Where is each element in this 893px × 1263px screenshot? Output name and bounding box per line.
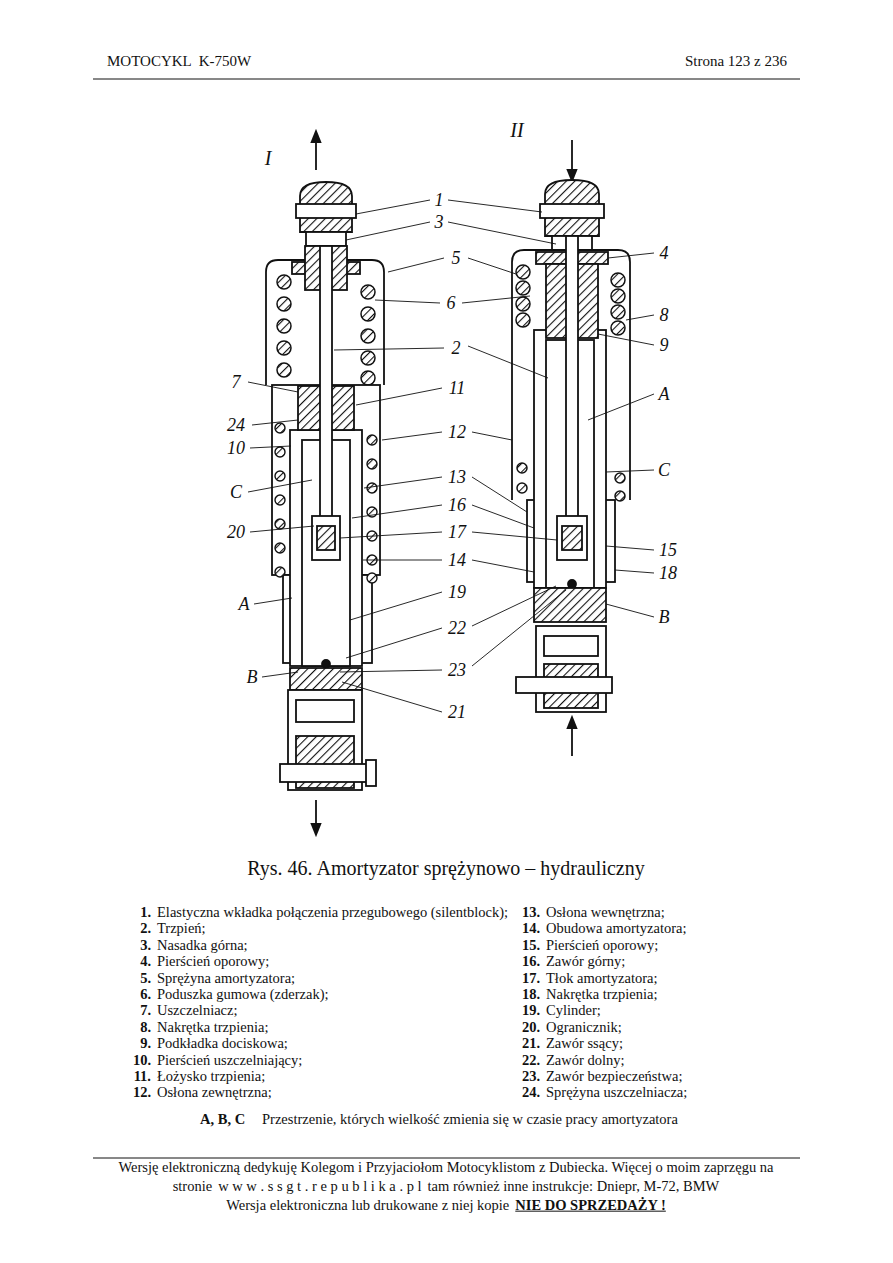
callout-number: A (239, 594, 250, 615)
callout-number: 19 (448, 582, 466, 603)
part-name: Poduszka gumowa (zderzak); (157, 986, 329, 1003)
part-name: Sprężyna uszczelniacza; (546, 1084, 687, 1101)
list-number: 19. (522, 1002, 540, 1019)
page-number: Strona 123 z 236 (685, 53, 787, 70)
list-number: 23. (522, 1068, 540, 1085)
list-number: 1. (140, 904, 151, 921)
footer-line: Wersja elektroniczna lub drukowane z nie… (226, 1197, 666, 1214)
part-name: Osłona zewnętrzna; (157, 1084, 272, 1101)
callout-number: 7 (232, 372, 241, 393)
callout-number: 10 (227, 438, 245, 459)
callout-number: C (658, 460, 670, 481)
list-number: 15. (522, 936, 540, 953)
callout-number: 20 (227, 522, 245, 543)
part-name: Osłona wewnętrzna; (546, 904, 665, 921)
footer-text: Wersja elektroniczna lub drukowane z nie… (226, 1197, 509, 1214)
part-name: Nakrętka trzpienia; (546, 986, 658, 1003)
part-name: Uszczelniacz; (157, 1002, 238, 1019)
footer-text: stronie (173, 1178, 212, 1195)
list-number: 6. (140, 986, 151, 1003)
list-number: 9. (140, 1035, 151, 1052)
list-number: 18. (522, 986, 540, 1003)
callout-number: 17 (448, 522, 466, 543)
callout-number: 12 (448, 422, 466, 443)
part-name: Podkładka dociskowa; (157, 1035, 288, 1052)
header-text: MOTOCYKL K-750W (107, 53, 251, 70)
list-number: 17. (522, 969, 540, 986)
callout-number: 15 (659, 540, 677, 561)
callout-number: C (230, 482, 242, 503)
list-number: 4. (140, 953, 151, 970)
callout-number: 8 (660, 305, 669, 326)
list-number: 21. (522, 1035, 540, 1052)
callout-number: A (659, 384, 670, 405)
callout-number: 2 (452, 338, 461, 359)
callout-number: 24 (227, 415, 245, 436)
part-name: Ogranicznik; (546, 1018, 622, 1035)
list-number: 3. (140, 936, 151, 953)
part-name: Cylinder; (546, 1002, 601, 1019)
part-name: Zawór dolny; (546, 1051, 625, 1068)
view-label: II (510, 119, 523, 142)
part-name: Nakrętka trzpienia; (157, 1018, 269, 1035)
part-name: Tłok amortyzatora; (546, 969, 658, 986)
part-name: Obudowa amortyzatora; (546, 920, 687, 937)
callout-number: B (659, 607, 670, 628)
part-name: Sprężyna amortyzatora; (157, 969, 295, 986)
callout-number: 13 (448, 467, 466, 488)
footer-warning: NIE DO SPRZEDAŻY ! (515, 1197, 666, 1214)
list-number: 12. (133, 1084, 151, 1101)
part-name: Trzpień; (157, 920, 206, 937)
figure-caption: Rys. 46. Amortyzator sprężynowo – hydrau… (247, 857, 644, 880)
callout-number: 21 (448, 702, 466, 723)
list-number: 13. (522, 904, 540, 921)
list-number: 22. (522, 1051, 540, 1068)
part-name: Pierścień oporowy; (546, 936, 658, 953)
footer-text: Wersję elektroniczną dedykuję Kolegom i … (118, 1159, 773, 1176)
list-number: 10. (133, 1051, 151, 1068)
space-note: Przestrzenie, których wielkość zmienia s… (262, 1111, 678, 1128)
callout-number: 5 (452, 248, 461, 269)
callout-number: 14 (448, 550, 466, 571)
part-name: Zawór górny; (546, 953, 625, 970)
list-number: 5. (140, 969, 151, 986)
footer-url: w w w . s s g t . r e p u b l i k a . p … (218, 1178, 421, 1195)
callout-number: 4 (660, 243, 669, 264)
list-number: 20. (522, 1018, 540, 1035)
part-name: Pierścień uszczelniający; (157, 1051, 302, 1068)
footer-text: tam również inne instrukcje: Dniepr, M-7… (428, 1178, 720, 1195)
callout-number: 16 (448, 495, 466, 516)
part-name: Pierścień oporowy; (157, 953, 269, 970)
callout-number: 6 (447, 293, 456, 314)
list-number: 8. (140, 1018, 151, 1035)
callout-number: 3 (435, 212, 444, 233)
list-number: 11. (134, 1068, 151, 1085)
callout-number: 18 (659, 563, 677, 584)
footer-line: stronie w w w . s s g t . r e p u b l i k… (173, 1178, 720, 1195)
callout-number: 11 (449, 378, 466, 399)
callout-number: 9 (660, 335, 669, 356)
space-letters: A, B, C (200, 1111, 245, 1128)
callout-number: B (247, 667, 258, 688)
view-label: I (265, 147, 272, 170)
callout-number: 1 (435, 190, 444, 211)
callout-number: 23 (448, 660, 466, 681)
list-number: 24. (522, 1084, 540, 1101)
part-name: Nasadka górna; (157, 936, 248, 953)
list-number: 14. (522, 920, 540, 937)
list-number: 16. (522, 953, 540, 970)
callout-number: 22 (448, 618, 466, 639)
list-number: 2. (140, 920, 151, 937)
list-number: 7. (140, 1002, 151, 1019)
part-name: Łożysko trzpienia; (157, 1068, 265, 1085)
part-name: Zawór bezpieczeństwa; (546, 1068, 682, 1085)
part-name: Elastyczna wkładka połączenia przegubowe… (157, 904, 508, 921)
part-name: Zawór ssący; (546, 1035, 623, 1052)
